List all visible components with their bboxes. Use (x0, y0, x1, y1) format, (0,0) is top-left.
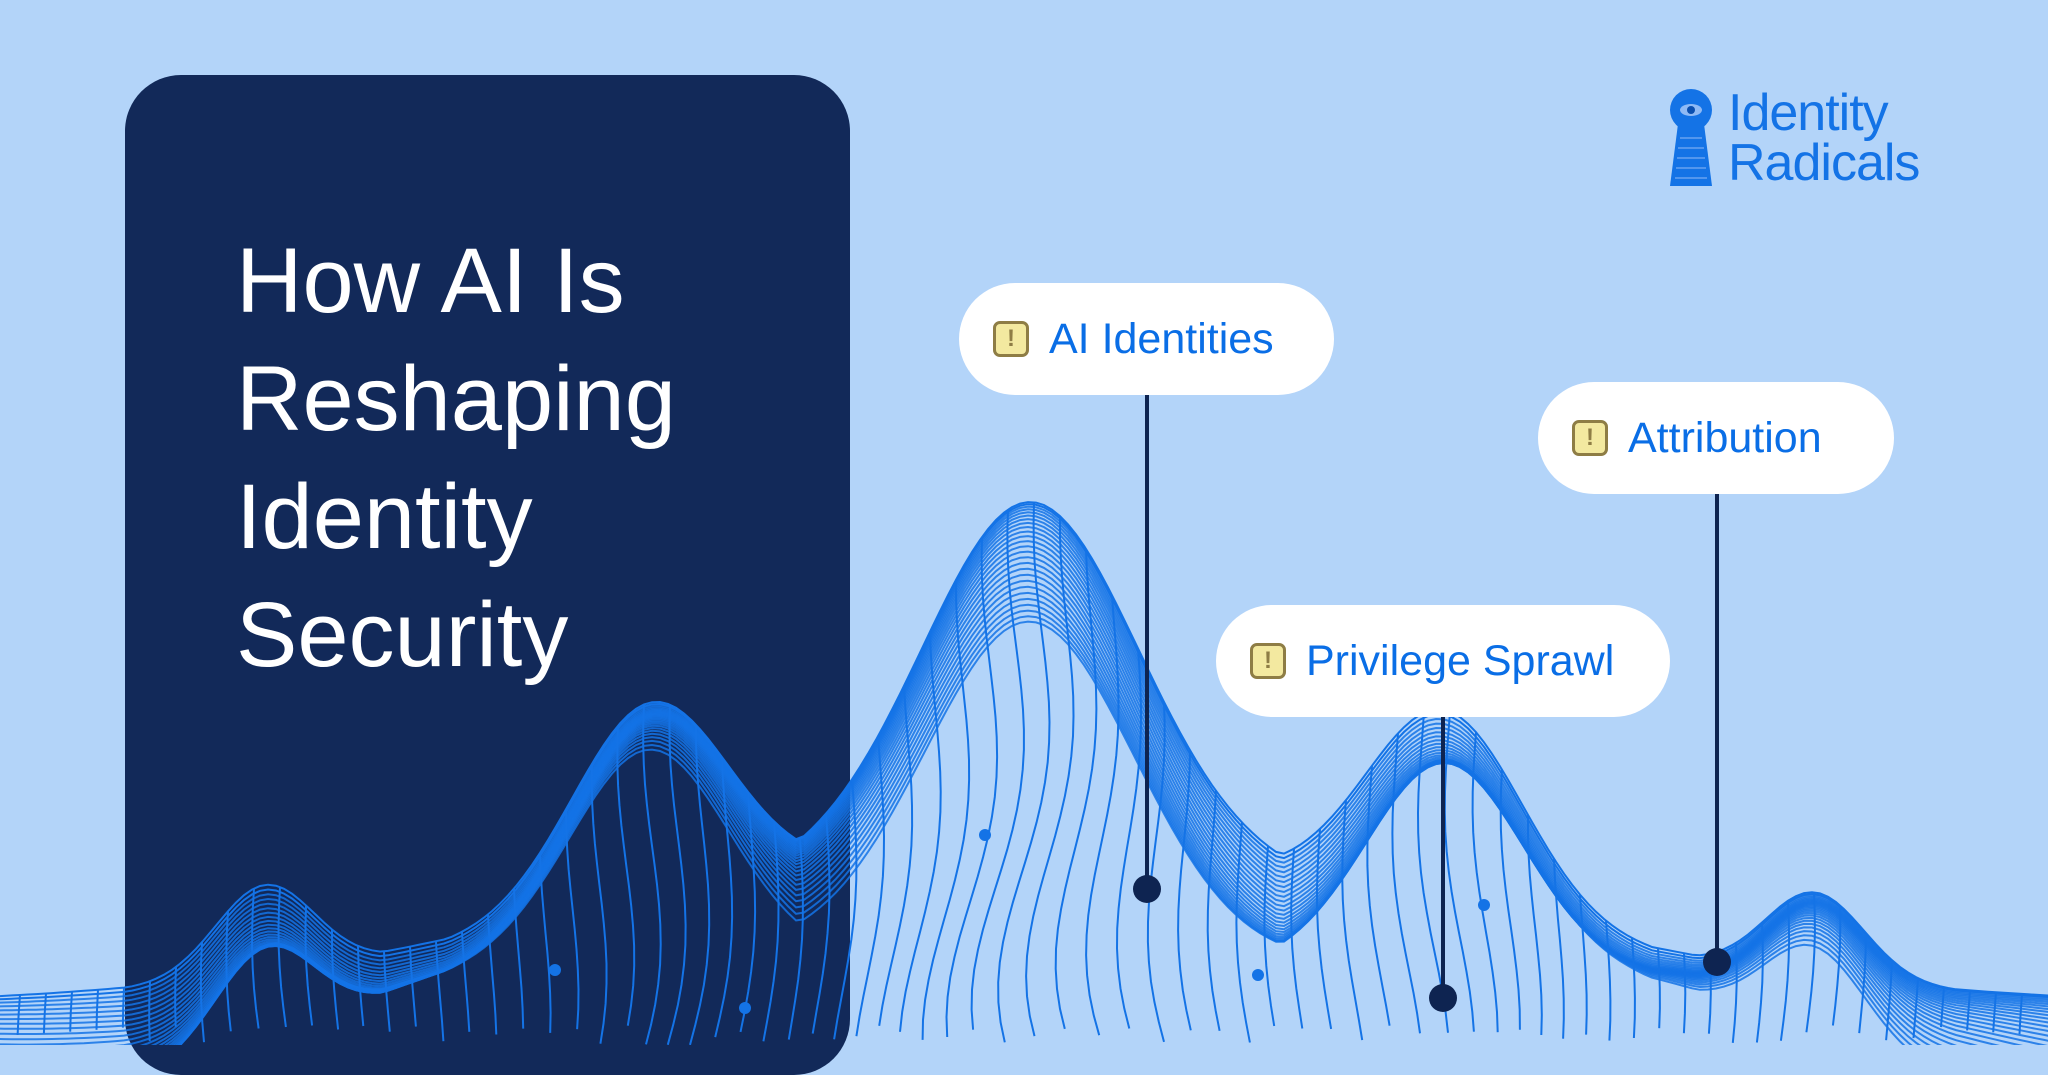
callout-pin-dot-attribution (1703, 948, 1731, 976)
warning-icon: ! (993, 321, 1029, 357)
callout-label: AI Identities (1049, 314, 1274, 363)
callout-pin-line-privilege-sprawl (1441, 716, 1445, 996)
keyhole-eye-icon (1670, 89, 1712, 186)
callout-label: Privilege Sprawl (1306, 636, 1615, 685)
warning-icon: ! (1572, 420, 1608, 456)
headline-line-4: Security (236, 584, 569, 686)
brand-name-line-2: Radicals (1728, 134, 1920, 192)
brand-logo: Identity Radicals (1668, 84, 1920, 192)
brand-name-line-1: Identity (1728, 84, 1889, 142)
callout-pin-dot-ai-identities (1133, 875, 1161, 903)
callout-pin-line-attribution (1715, 490, 1719, 960)
warning-icon: ! (1250, 643, 1286, 679)
headline-line-3: Identity (236, 466, 533, 568)
headline-line-1: How AI Is (236, 230, 625, 332)
brand-name: Identity Radicals (1728, 84, 1920, 192)
callout-pin-line-ai-identities (1145, 395, 1149, 890)
callout-privilege-sprawl: ! Privilege Sprawl (1216, 605, 1670, 717)
callout-attribution: ! Attribution (1538, 382, 1894, 494)
headline-line-2: Reshaping (236, 348, 676, 450)
callout-ai-identities: ! AI Identities (959, 283, 1334, 395)
callout-label: Attribution (1628, 413, 1822, 462)
headline: How AI Is Reshaping Identity Security (236, 222, 676, 694)
callout-pin-dot-privilege-sprawl (1429, 984, 1457, 1012)
